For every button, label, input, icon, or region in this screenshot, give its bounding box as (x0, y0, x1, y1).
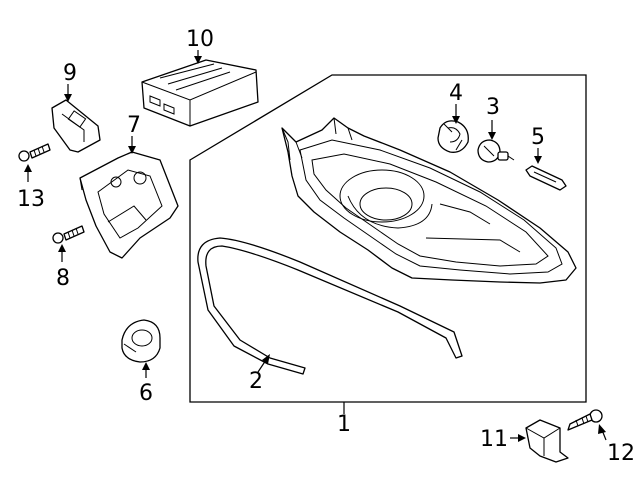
bolt-8 (52, 225, 85, 244)
callout-7: 7 (127, 113, 141, 138)
grommet (121, 319, 161, 363)
callout-3: 3 (486, 95, 500, 120)
bulb-socket (437, 120, 469, 153)
mounting-bracket-small (51, 99, 101, 153)
callout-5: 5 (531, 125, 545, 150)
seal-strip (197, 237, 463, 375)
control-module (141, 59, 259, 127)
side-marker-bulb (525, 165, 567, 191)
callout-2: 2 (249, 369, 263, 394)
callout-11: 11 (480, 427, 508, 452)
screw-12 (567, 409, 603, 431)
assembly-boundary (189, 74, 587, 403)
leader-lines (24, 50, 607, 442)
callout-13: 13 (17, 187, 45, 212)
bolt-13 (18, 143, 51, 162)
leveling-actuator (525, 419, 569, 463)
callout-1: 1 (337, 412, 351, 437)
callout-6: 6 (139, 381, 153, 406)
mounting-bracket-large (79, 151, 179, 259)
callout-9: 9 (63, 61, 77, 86)
callout-4: 4 (449, 81, 463, 106)
headlamp-housing (281, 117, 577, 284)
callout-12: 12 (607, 441, 635, 466)
callout-8: 8 (56, 266, 70, 291)
callout-10: 10 (186, 27, 214, 52)
bulb (477, 139, 515, 163)
